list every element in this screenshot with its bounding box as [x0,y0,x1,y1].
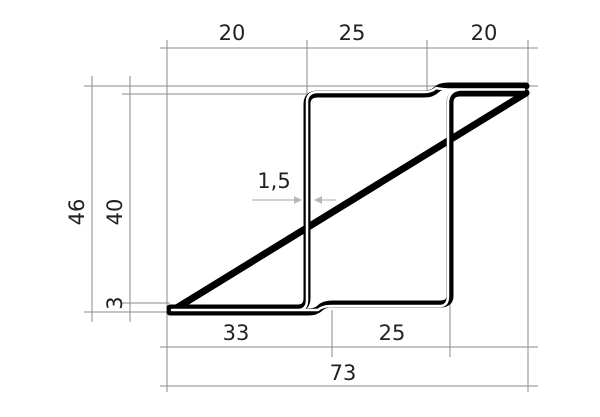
dim-top-right: 20 [471,21,498,45]
bottom-dimension-chain: 33 25 73 [160,100,538,392]
thickness-arrow-left-head [294,196,302,204]
z-profile-section [166,82,530,316]
dim-offset-height: 3 [103,296,127,309]
dim-top-left: 20 [219,21,246,45]
top-dimension-chain: 20 25 20 [160,21,538,392]
dim-top-middle: 25 [339,21,366,45]
dim-overall-height: 46 [65,199,89,226]
thickness-arrow-right-head [314,196,322,204]
dim-total-width: 73 [330,361,357,385]
dim-bottom-right: 25 [379,321,406,345]
dim-thickness: 1,5 [257,169,290,193]
left-dimension-chain: 46 40 3 [65,76,538,322]
thickness-callout: 1,5 [252,169,336,204]
dim-bottom-left: 33 [223,321,250,345]
z-profile-outline [166,82,530,316]
z-profile-highlight [170,86,526,312]
dim-web-height: 40 [103,199,127,226]
